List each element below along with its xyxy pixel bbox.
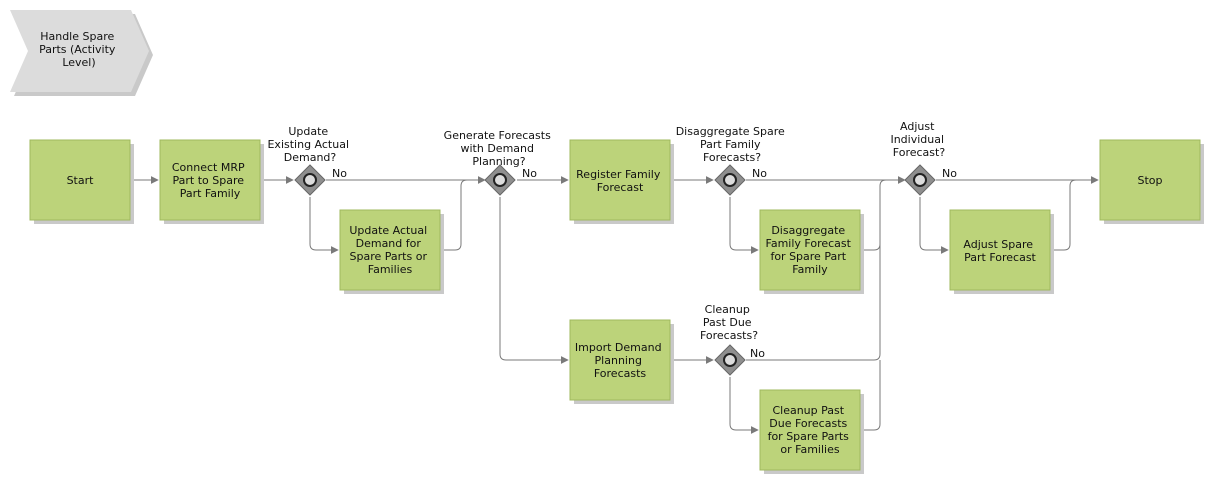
gateway-disaggregate[interactable]: Disaggregate Spare Part Family Forecasts… <box>676 125 789 196</box>
gateway-generate-forecasts[interactable]: Generate Forecasts with Demand Planning?… <box>444 129 555 196</box>
activity-label: Import Demand Planning Forecasts <box>575 341 665 380</box>
no-label: No <box>332 167 347 180</box>
gateway-adjust-individual[interactable]: Adjust Individual Forecast? No <box>890 120 957 196</box>
no-label: No <box>522 167 537 180</box>
activity-label: Stop <box>1137 174 1162 187</box>
gateway-question: Adjust Individual Forecast? <box>890 120 947 159</box>
edge-adjust-merge <box>1050 179 1077 251</box>
activity-stop[interactable]: Stop <box>1099 139 1204 224</box>
no-label: No <box>942 167 957 180</box>
activity-label: Start <box>67 174 95 187</box>
gateway-cleanup[interactable]: Cleanup Past Due Forecasts? No <box>700 303 765 376</box>
activity-label: Adjust Spare Part Forecast <box>963 238 1036 264</box>
activity-label: Cleanup Past Due Forecasts for Spare Par… <box>768 404 853 456</box>
gateway-question: Generate Forecasts with Demand Planning? <box>444 129 555 168</box>
edge-update-merge <box>440 179 468 251</box>
edge-cleanup-merge <box>860 360 881 431</box>
activity-disaggregate-family-forecast[interactable]: Disaggregate Family Forecast for Spare P… <box>759 209 864 294</box>
edge-g2-yes <box>499 197 569 364</box>
gateway-question: Update Existing Actual Demand? <box>267 125 352 164</box>
activity-adjust-spare-part-forecast[interactable]: Adjust Spare Part Forecast <box>949 209 1054 294</box>
edge-g4-no <box>746 186 881 361</box>
activity-register-family-forecast[interactable]: Register Family Forecast <box>569 139 674 224</box>
process-title: Handle Spare Parts (Activity Level) <box>39 30 119 69</box>
edge-g5-yes <box>919 197 949 254</box>
activity-label: Connect MRP Part to Spare Part Family <box>172 161 248 200</box>
gateway-question: Disaggregate Spare Part Family Forecasts… <box>676 125 789 164</box>
no-label: No <box>750 347 765 360</box>
edge-g3-yes <box>729 197 759 254</box>
activity-label: Update Actual Demand for Spare Parts or … <box>349 224 430 276</box>
activity-import-demand-planning[interactable]: Import Demand Planning Forecasts <box>569 319 674 404</box>
connectors <box>130 176 1099 434</box>
activity-connect-mrp[interactable]: Connect MRP Part to Spare Part Family <box>159 139 264 224</box>
gateway-question: Cleanup Past Due Forecasts? <box>700 303 758 342</box>
activity-label: Register Family Forecast <box>576 168 664 194</box>
activity-update-actual-demand[interactable]: Update Actual Demand for Spare Parts or … <box>339 209 444 294</box>
activity-cleanup-past-due[interactable]: Cleanup Past Due Forecasts for Spare Par… <box>759 389 864 474</box>
edge-g4-yes <box>729 377 759 434</box>
gateway-update-actual-demand[interactable]: Update Existing Actual Demand? No <box>267 125 352 196</box>
no-label: No <box>752 167 767 180</box>
activity-start[interactable]: Start <box>29 139 134 224</box>
process-chevron[interactable]: Handle Spare Parts (Activity Level) <box>10 10 153 96</box>
edge-g1-yes <box>309 197 339 254</box>
activity-label: Disaggregate Family Forecast for Spare P… <box>766 224 855 276</box>
